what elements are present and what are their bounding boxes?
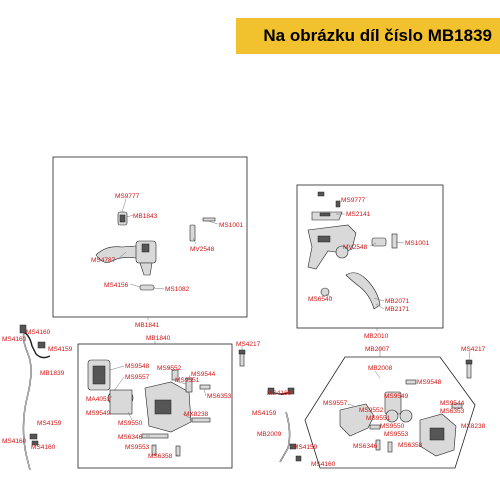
label-MS6346-a: MS6346: [118, 434, 143, 441]
label-MV2548-a: MV2548: [190, 246, 215, 253]
brake-hose-left: [19, 324, 51, 471]
master-cylinder-right: [307, 191, 398, 310]
banner-title: Na obrázku díl číslo MB1839: [263, 26, 492, 45]
label-MS1082: MS1082: [165, 286, 190, 293]
label-MS9550-b: MS9550: [380, 423, 405, 430]
label-MS4160-f: MS4160: [311, 461, 336, 468]
label-MS9549-b: MS9549: [384, 393, 409, 400]
label-MS9553-a: MS9553: [125, 444, 150, 451]
label-MS9552-a: MS9552: [157, 365, 182, 372]
label-MB1840: MB1840: [146, 335, 171, 342]
label-MS2141: MS2141: [346, 211, 371, 218]
master-cylinder-left-box: [52, 156, 248, 318]
label-MS4787: MS4787: [91, 257, 116, 264]
label-MS9551-a: MS9551: [175, 377, 200, 384]
label-MS4160-d: MS4160: [31, 444, 56, 451]
bleeder-bolt-right: [465, 359, 473, 379]
label-MS6358-b: MS6358: [398, 442, 423, 449]
label-MS9777-a: MS9777: [115, 193, 140, 200]
label-MB2007: MB2007: [365, 346, 390, 353]
label-MS1001-b: MS1001: [405, 240, 430, 247]
label-MB2071: MB2071: [385, 298, 410, 305]
label-MB2009: MB2009: [257, 431, 282, 438]
label-MS9548-b: MS9548: [417, 379, 442, 386]
label-MX8238-b: MX8238: [461, 423, 486, 430]
label-MS9549-a: MS9549: [86, 410, 111, 417]
label-MB1839: MB1839: [40, 370, 65, 377]
master-cylinder-left: [95, 211, 216, 291]
label-MS4159-a: MS4159: [48, 346, 73, 353]
caliper-right: [339, 379, 463, 457]
label-MS1001-a: MS1001: [219, 222, 244, 229]
label-MS6346-b: MS6346: [353, 443, 378, 450]
label-MS4160-c: MS4160: [2, 438, 27, 445]
label-MS9552-b: MS9552: [359, 407, 384, 414]
label-MS4160-a: MS4160: [26, 329, 51, 336]
label-MS4159-c: MS4159: [252, 410, 277, 417]
label-MS4160-e: MS4160: [267, 390, 292, 397]
label-MA4051: MA4051: [86, 396, 111, 403]
label-MS9550-a: MS9550: [118, 420, 143, 427]
label-MS9544-a: MS9544: [191, 371, 216, 378]
label-MS9553-b: MS9553: [384, 431, 409, 438]
caliper-right-box: [304, 356, 476, 469]
label-MB1843: MB1843: [133, 213, 158, 220]
label-MS6353-b: MS6353: [440, 408, 465, 415]
label-MS9557-a: MS9557: [125, 374, 150, 381]
brake-hose-middle: [267, 387, 302, 463]
label-MS6540: MS6540: [308, 296, 333, 303]
label-MS6353-a: MS6353: [207, 393, 232, 400]
caliper-left: [87, 359, 211, 457]
leader-lines: [109, 198, 471, 456]
label-MX8238-a: MX8238: [184, 411, 209, 418]
label-MS4217-b: MS4217: [461, 346, 486, 353]
label-MS4156: MS4156: [104, 282, 129, 289]
label-MS4160-b: MS4160: [2, 336, 27, 343]
label-MS4159-b: MS4159: [37, 420, 62, 427]
label-MV2548-b: MV2548: [343, 244, 368, 251]
label-MS9548-a: MS9548: [125, 363, 150, 370]
label-MS9777-b: MS9777: [341, 197, 366, 204]
label-MB1841: MB1841: [135, 322, 160, 329]
part-number-banner: Na obrázku díl číslo MB1839: [236, 18, 500, 54]
label-MS4217-a: MS4217: [236, 341, 261, 348]
label-MB2010: MB2010: [364, 333, 389, 340]
bleeder-bolt-left: [238, 349, 246, 367]
label-MS9557-b: MS9557: [323, 400, 348, 407]
label-MS6358-a: MS6358: [148, 453, 173, 460]
label-MS9551-b: MS9551: [366, 415, 391, 422]
master-cylinder-right-box: [296, 184, 444, 329]
label-MS9544-b: MS9544: [440, 400, 465, 407]
label-MB2171: MB2171: [385, 306, 410, 313]
label-MS4159-d: MS4159: [293, 444, 318, 451]
label-MB2008: MB2008: [368, 365, 393, 372]
